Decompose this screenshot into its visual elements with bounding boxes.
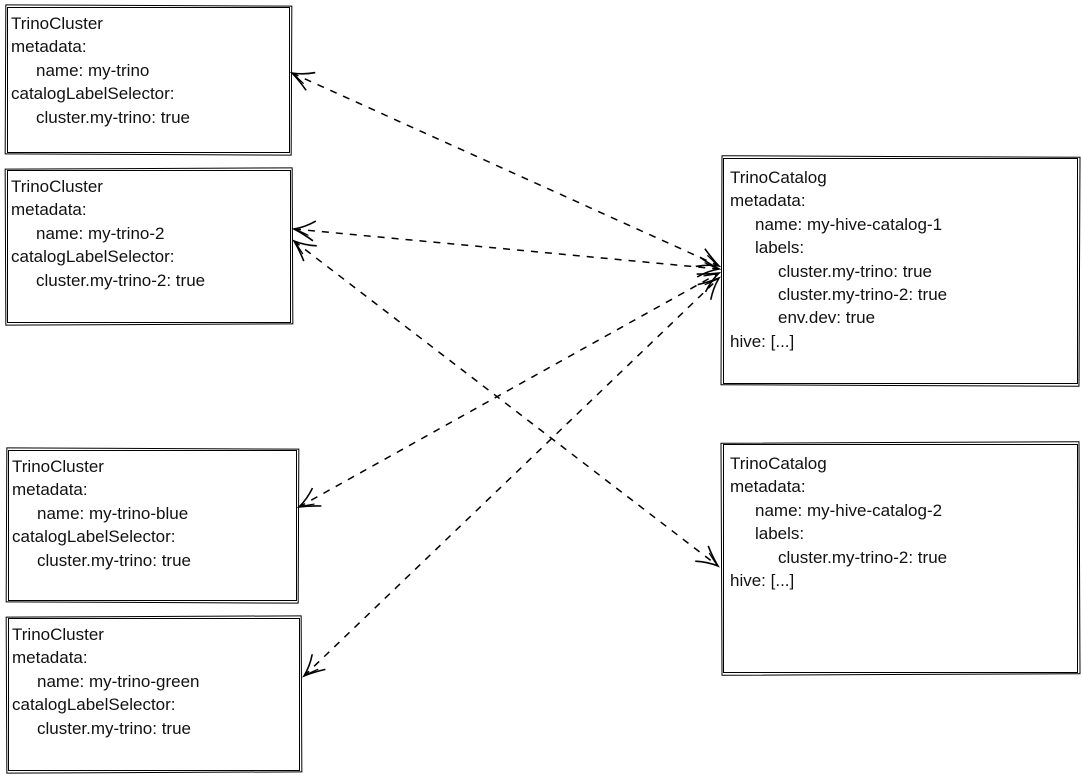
yaml-line: catalogLabelSelector: (11, 84, 175, 104)
yaml-line: cluster.my-trino: true (37, 718, 191, 738)
edge-my-trino-2-to-my-hive-catalog-2 (292, 239, 720, 568)
yaml-line: labels: (755, 238, 805, 258)
yaml-line: metadata: (11, 200, 87, 220)
node-trino-catalog-my-hive-catalog-1: TrinoCatalog metadata: name: my-hive-cat… (723, 158, 1078, 384)
yaml-line: TrinoCatalog (730, 454, 827, 473)
yaml-line: metadata: (730, 191, 806, 211)
yaml-line: TrinoCluster (12, 625, 104, 644)
yaml-line: name: my-hive-catalog-1 (755, 214, 943, 234)
yaml-line: cluster.my-trino-2: true (778, 547, 948, 567)
node-trino-cluster-my-trino-blue: TrinoCluster metadata: name: my-trino-bl… (8, 450, 297, 601)
yaml-line: TrinoCluster (12, 457, 104, 476)
yaml-line: cluster.my-trino: true (37, 550, 191, 570)
yaml-line: name: my-trino-blue (37, 503, 189, 523)
yaml-line: name: my-trino-green (37, 671, 200, 691)
node-trino-cluster-my-trino-2: TrinoCluster metadata: name: my-trino-2 … (7, 170, 291, 323)
yaml-line: cluster.my-trino: true (778, 261, 932, 281)
yaml-line: name: my-trino (36, 60, 150, 80)
yaml-line: metadata: (11, 37, 87, 57)
yaml-line: TrinoCatalog (730, 168, 827, 187)
yaml-line: cluster.my-trino: true (36, 107, 190, 127)
yaml-line: catalogLabelSelector: (12, 695, 176, 715)
yaml-line: TrinoCluster (11, 177, 103, 196)
yaml-line: catalogLabelSelector: (12, 527, 176, 547)
yaml-line: catalogLabelSelector: (11, 247, 175, 267)
yaml-line: hive: [...] (730, 331, 795, 351)
yaml-line: name: my-hive-catalog-2 (755, 500, 943, 520)
yaml-line: metadata: (12, 648, 88, 668)
yaml-line: labels: (755, 524, 805, 544)
yaml-line: hive: [...] (730, 571, 795, 591)
node-trino-cluster-my-trino: TrinoCluster metadata: name: my-trino ca… (7, 7, 290, 153)
yaml-line: name: my-trino-2 (36, 223, 165, 243)
edge-my-trino-blue-to-my-hive-catalog-1 (296, 271, 722, 509)
yaml-line: cluster.my-trino-2: true (778, 285, 948, 305)
node-trino-catalog-my-hive-catalog-2: TrinoCatalog metadata: name: my-hive-cat… (723, 444, 1078, 673)
yaml-line: env.dev: true (778, 308, 876, 328)
yaml-line: metadata: (12, 480, 88, 500)
node-trino-cluster-my-trino-green: TrinoCluster metadata: name: my-trino-gr… (8, 618, 300, 771)
edge-my-trino-to-my-hive-catalog-1 (289, 71, 722, 268)
yaml-line: TrinoCluster (11, 14, 103, 33)
edge-my-trino-green-to-my-hive-catalog-1 (302, 276, 721, 678)
yaml-line: cluster.my-trino-2: true (36, 270, 206, 290)
yaml-line: metadata: (730, 477, 806, 497)
edge-my-trino-2-to-my-hive-catalog-1 (291, 220, 722, 278)
